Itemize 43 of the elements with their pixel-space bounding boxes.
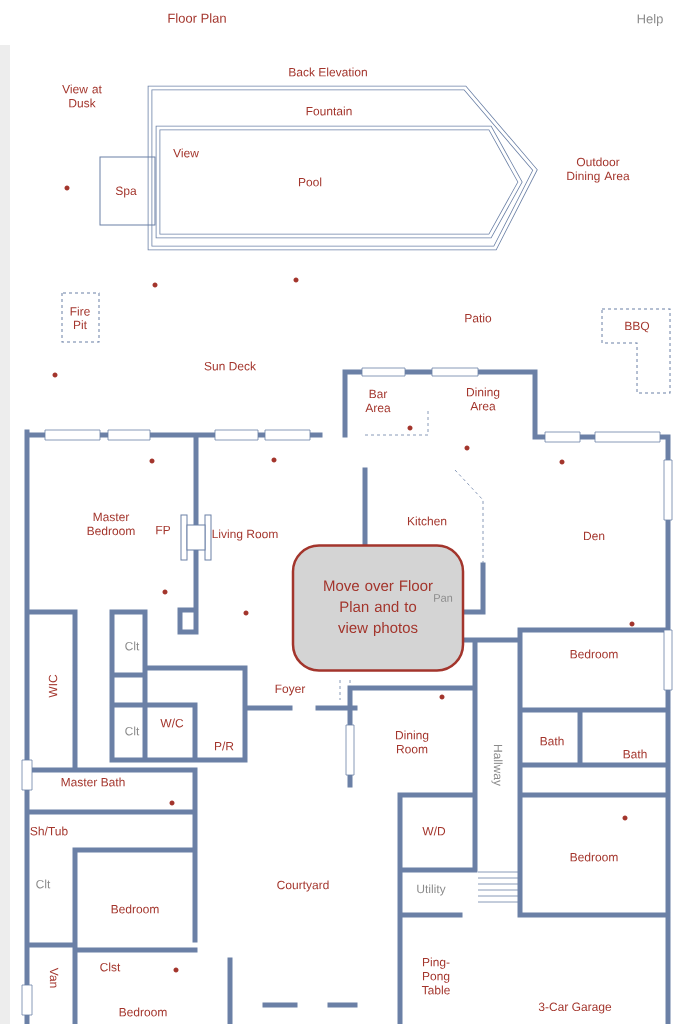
room-label: Courtyard — [277, 880, 329, 892]
room-label: WIC — [48, 674, 58, 698]
room-label: Living Room — [212, 529, 278, 541]
room-label: Ping-Pong Table — [421, 957, 450, 995]
room-label: Sh/Tub — [30, 826, 68, 836]
room-label: P/R — [215, 741, 234, 751]
room-label: Back Elevation — [289, 67, 367, 77]
room-label: Hallway — [491, 745, 503, 786]
room-label: Bar Area — [365, 389, 391, 413]
title: Floor Plan — [168, 13, 226, 23]
room-label: Van — [49, 967, 59, 988]
room-label: Utility — [417, 884, 446, 896]
room-label: Sun Deck — [204, 361, 256, 371]
room-label: Pan — [434, 594, 453, 602]
room-label: Master Bath — [61, 777, 125, 787]
room-label: 3-Car Garage — [538, 1002, 612, 1014]
room-label: Master Bedroom — [87, 512, 135, 536]
room-label: W/C — [160, 718, 184, 728]
room-label: Bath — [540, 736, 564, 746]
bbq-outline: BBQ — [601, 308, 671, 394]
room-label: FP — [156, 525, 171, 535]
room-label: W/D — [422, 826, 446, 836]
room-label: Outdoor Dining Area — [567, 157, 630, 183]
room-label: View at Dusk — [62, 84, 102, 108]
room-label: Patio — [465, 313, 492, 323]
room-label: Clt — [125, 641, 140, 651]
room-label: Bedroom — [111, 904, 159, 914]
room-label: Den — [584, 531, 605, 541]
room-label: Bedroom — [119, 1007, 167, 1017]
room-label: Kitchen — [408, 516, 447, 526]
room-label: Bedroom — [570, 649, 618, 659]
room-label: Clst — [100, 962, 121, 972]
spa-box: Spa — [99, 156, 156, 226]
pool-outline: View Pool — [155, 125, 523, 239]
room-label: Dining Area — [467, 387, 500, 411]
room-label: Clt — [36, 879, 51, 889]
room-label: Clt — [125, 726, 140, 736]
room-label: Foyer — [275, 684, 306, 696]
room-label: Bath — [623, 749, 647, 759]
fire-pit-box: Fire Pit — [61, 292, 100, 343]
room-label: Bedroom — [570, 852, 618, 862]
help-link: Help — [637, 13, 663, 27]
room-label: Dining Room — [396, 730, 429, 754]
